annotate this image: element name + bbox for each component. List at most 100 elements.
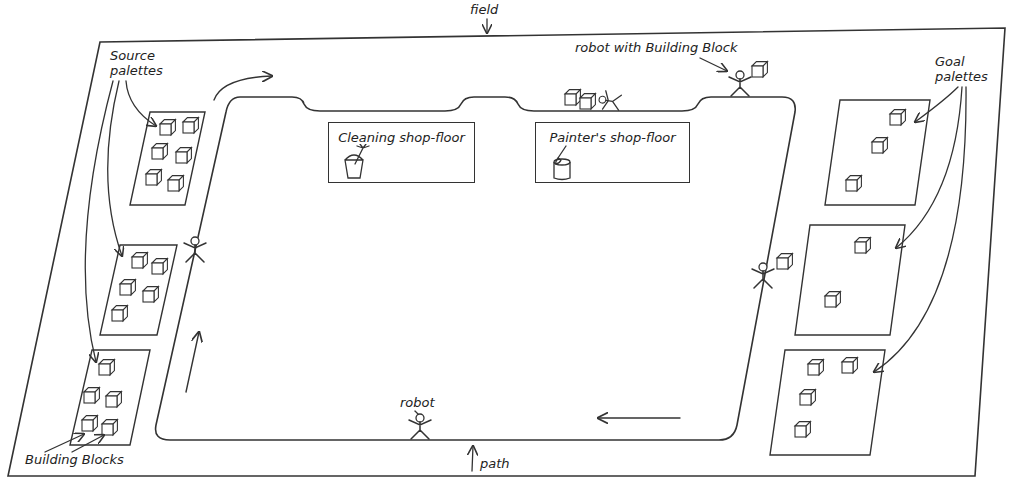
block-face [825, 296, 836, 307]
block-face [82, 416, 97, 431]
building-block [152, 144, 167, 159]
block-face [152, 259, 167, 274]
robot-label: robot with Building Block [575, 40, 737, 55]
building-block [143, 287, 158, 302]
block-face [120, 284, 131, 295]
block-face [752, 66, 763, 77]
block-face [795, 426, 806, 437]
block-face [752, 62, 767, 77]
block-face [102, 420, 117, 435]
building-block [176, 148, 191, 163]
block-face [855, 242, 866, 253]
robot-head [191, 237, 199, 245]
building-block [106, 392, 121, 407]
block-face [580, 94, 595, 109]
block-face [800, 390, 815, 405]
robot-body [752, 269, 774, 288]
robot-figure [729, 71, 751, 96]
block-face [152, 148, 163, 159]
block-face [808, 364, 819, 375]
building-block [752, 62, 767, 77]
leader-arrow [700, 58, 727, 71]
robot-head [736, 71, 744, 79]
robot-head [416, 414, 424, 422]
leader-arrow [472, 446, 473, 471]
building-block [872, 138, 887, 153]
leader-arrow [108, 81, 122, 256]
block-face [176, 152, 187, 163]
building-block [890, 110, 905, 125]
leader-arrow [85, 81, 113, 362]
broom-icon [355, 144, 369, 164]
robot-body [603, 91, 622, 112]
building-block [146, 170, 161, 185]
building-block [132, 253, 147, 268]
block-face [777, 254, 792, 269]
goal-palette [825, 100, 930, 205]
robot-head [759, 263, 767, 271]
robot-figure [184, 237, 206, 262]
block-face [132, 257, 143, 268]
block-face [777, 258, 788, 269]
block-face [800, 394, 811, 405]
shop-floor-box: Painter's shop-floor [535, 122, 690, 183]
leader-arrow [72, 435, 104, 452]
block-face [84, 392, 95, 403]
block-face [565, 94, 576, 105]
block-face [795, 422, 810, 437]
block-face [183, 122, 194, 133]
block-face [872, 138, 887, 153]
block-face [565, 90, 580, 105]
block-face [890, 110, 905, 125]
block-face [825, 292, 840, 307]
robot-label: robot [400, 395, 435, 410]
building-block [808, 360, 823, 375]
block-face [120, 280, 135, 295]
robot-figure [597, 90, 621, 112]
robot-body [184, 243, 206, 262]
robot-path [156, 97, 796, 440]
block-face [846, 176, 861, 191]
block-face [890, 114, 901, 125]
shop-floor-name: Cleaning shop-floor [338, 130, 465, 145]
block-label: Building Blocks [25, 452, 124, 467]
brush-icon [556, 146, 566, 164]
shop-floor-name: Painter's shop-floor [549, 130, 675, 145]
source-palette [70, 350, 150, 445]
bucket-icon [345, 155, 363, 178]
building-block [580, 94, 595, 109]
block-face [82, 420, 93, 431]
block-face [106, 392, 121, 407]
block-face [183, 118, 198, 133]
block-face [143, 287, 158, 302]
block-face [872, 142, 883, 153]
building-block [102, 420, 117, 435]
robot-body [409, 420, 431, 439]
field-label: field [470, 2, 498, 17]
block-face [168, 176, 183, 191]
block-face [106, 396, 117, 407]
block-face [160, 124, 171, 135]
block-face [842, 362, 853, 373]
block-face [176, 148, 191, 163]
source-palette [100, 245, 177, 335]
palette-label: Source palettes [110, 48, 172, 78]
block-face [143, 291, 154, 302]
building-block [168, 176, 183, 191]
block-face [855, 238, 870, 253]
building-block [152, 259, 167, 274]
building-block [99, 360, 114, 375]
building-block [112, 306, 127, 321]
leader-arrow [126, 81, 156, 126]
block-face [580, 98, 591, 109]
block-face [99, 360, 114, 375]
block-face [84, 388, 99, 403]
leader-arrow [415, 411, 418, 414]
shop-floor-icons [536, 144, 688, 182]
block-face [152, 144, 167, 159]
leader-arrow [915, 87, 958, 122]
shop-floor-box: Cleaning shop-floor [328, 122, 475, 183]
path-label: path [480, 456, 510, 471]
leader-arrow [486, 19, 487, 33]
